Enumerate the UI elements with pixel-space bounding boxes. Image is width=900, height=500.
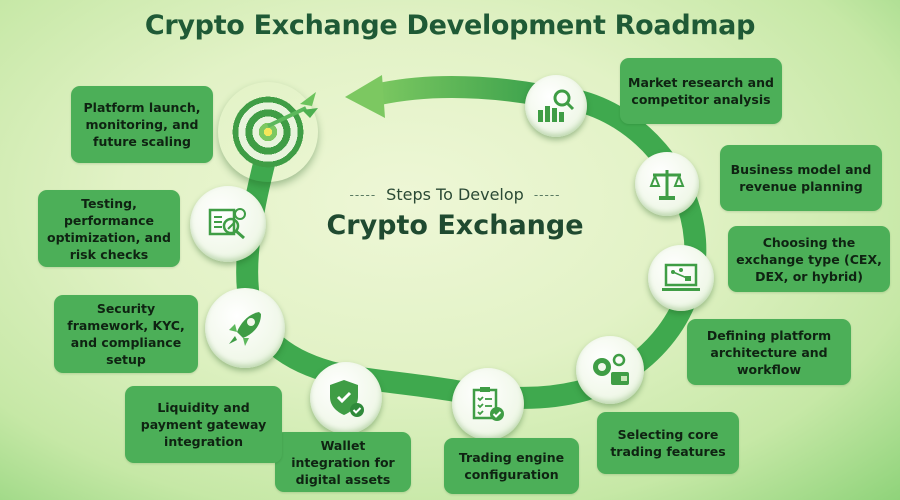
step-exchange-type: Choosing the exchange type (CEX, DEX, or… (728, 226, 890, 292)
center-heading: ----- Steps To Develop ----- Crypto Exch… (300, 185, 610, 241)
center-main-title: Crypto Exchange (326, 210, 584, 241)
node-market-research (525, 75, 587, 137)
balance-scale-icon (649, 170, 685, 200)
step-label: Platform launch, monitoring, and future … (83, 100, 201, 149)
step-platform-launch: Platform launch, monitoring, and future … (71, 86, 213, 163)
clipboard-check-icon (472, 387, 504, 421)
step-wallet-integration: Wallet integration for digital assets (275, 432, 411, 492)
shield-check-icon (330, 380, 364, 417)
step-label: Testing, performance optimization, and r… (47, 195, 171, 262)
step-label: Selecting core trading features (610, 427, 726, 459)
step-label: Choosing the exchange type (CEX, DEX, or… (736, 234, 882, 284)
step-trading-engine: Trading engine configuration (444, 438, 579, 494)
step-security-kyc: Security framework, KYC, and compliance … (54, 295, 198, 373)
center-subtitle: Steps To Develop (386, 185, 524, 204)
bar-chart-magnifier-icon (538, 89, 575, 122)
page-title: Crypto Exchange Development Roadmap (144, 10, 756, 41)
step-liquidity-payment: Liquidity and payment gateway integratio… (125, 386, 282, 463)
node-business-model (635, 152, 699, 216)
node-trading-engine (452, 368, 524, 440)
node-testing (190, 186, 266, 262)
laptop-network-icon (662, 263, 700, 291)
step-core-trading-features: Selecting core trading features (597, 412, 739, 474)
node-core-features (576, 336, 644, 404)
step-label: Trading engine configuration (458, 450, 565, 482)
document-magnifier-icon (208, 208, 246, 240)
step-market-research: Market research and competitor analysis (620, 58, 782, 124)
target-dart-icon (267, 92, 318, 128)
step-platform-architecture: Defining platform architecture and workf… (687, 319, 851, 385)
step-label: Security framework, KYC, and compliance … (67, 301, 185, 367)
node-exchange-type (648, 245, 714, 311)
step-business-model: Business model and revenue planning (720, 145, 882, 211)
step-testing: Testing, performance optimization, and r… (38, 190, 180, 267)
node-platform-launch (218, 82, 318, 182)
step-label: Market research and competitor analysis (628, 75, 774, 107)
dash-left: ----- (349, 187, 377, 202)
dash-right: ----- (533, 187, 561, 202)
step-label: Business model and revenue planning (730, 162, 872, 194)
step-label: Wallet integration for digital assets (291, 437, 395, 487)
step-label: Liquidity and payment gateway integratio… (140, 400, 267, 449)
step-label: Defining platform architecture and workf… (706, 327, 832, 377)
rocket-icon (229, 312, 261, 346)
node-security-kyc (205, 288, 285, 368)
node-wallet-integration (310, 362, 382, 434)
gears-wallet-icon (593, 353, 629, 385)
